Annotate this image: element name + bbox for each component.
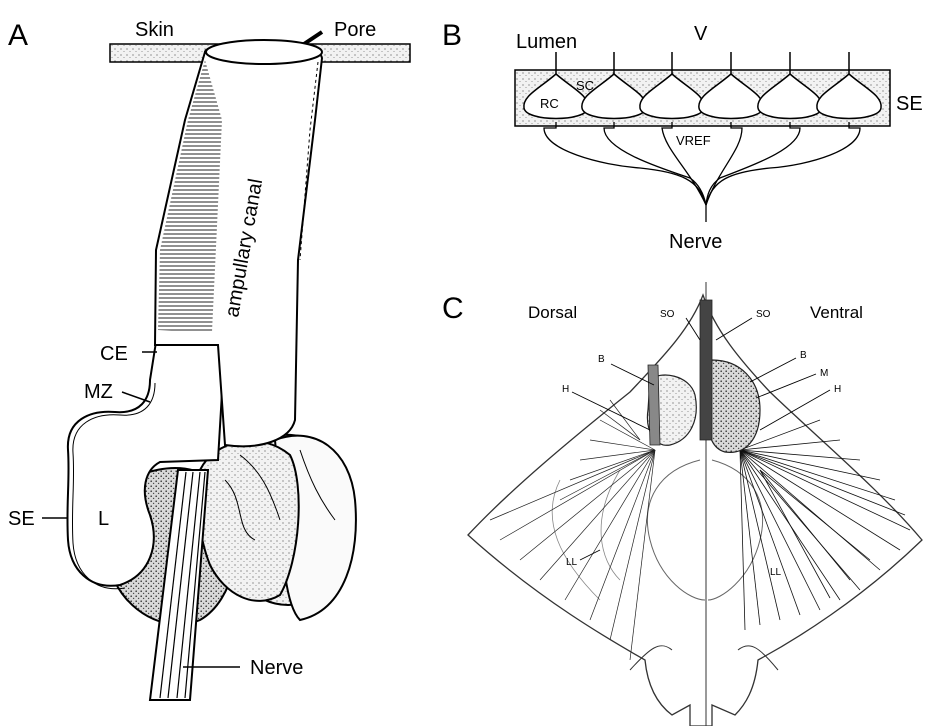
buccal-left-label: B bbox=[598, 354, 605, 365]
support-cell-label: SC bbox=[576, 78, 594, 93]
buccal-right-label: B bbox=[800, 350, 807, 361]
lumen-l-label: L bbox=[98, 508, 109, 530]
superficial-ophthalmic-left-label: SO bbox=[660, 309, 675, 320]
vref-label: VREF bbox=[676, 133, 711, 148]
nerve-b-label: Nerve bbox=[669, 231, 722, 253]
panel-c: C Dorsal Ventral bbox=[442, 282, 922, 726]
hyoid-left-label: H bbox=[562, 384, 569, 395]
lateral-line-right-label: LL bbox=[770, 567, 782, 578]
ce-label: CE bbox=[100, 343, 128, 365]
sensory-epithelium-label: SE bbox=[896, 93, 923, 115]
se-label: SE bbox=[8, 508, 35, 530]
panel-a-letter: A bbox=[8, 19, 28, 52]
superficial-ophthalmic-right-label: SO bbox=[756, 309, 771, 320]
panel-b-letter: B bbox=[442, 19, 462, 52]
pore-label: Pore bbox=[334, 19, 376, 41]
lumen-label: Lumen bbox=[516, 31, 577, 53]
receptor-cell-label: RC bbox=[540, 96, 559, 111]
mandibular-label: M bbox=[820, 368, 828, 379]
nerve-label: Nerve bbox=[250, 657, 303, 679]
panel-b: B Lumen V SE bbox=[442, 19, 923, 253]
skin-label: Skin bbox=[135, 19, 174, 41]
mz-label: MZ bbox=[84, 381, 113, 403]
voltage-label: V bbox=[694, 23, 708, 45]
ampullae-clusters bbox=[647, 300, 760, 452]
lateral-line-left-label: LL bbox=[566, 557, 578, 568]
panel-a: A Skin Pore ampullary canal bbox=[8, 19, 410, 700]
ventral-label: Ventral bbox=[810, 303, 863, 322]
panel-c-letter: C bbox=[442, 292, 464, 325]
dorsal-label: Dorsal bbox=[528, 303, 577, 322]
hyoid-right-label: H bbox=[834, 384, 841, 395]
